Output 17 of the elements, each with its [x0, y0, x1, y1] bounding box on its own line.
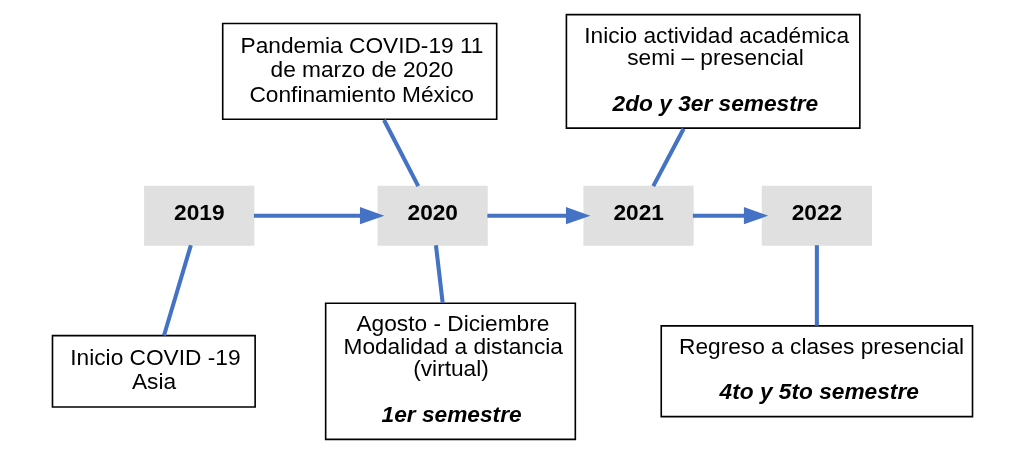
node-box: Inicio actividad académica semi – presencial 2do y 3er semestre	[565, 13, 861, 129]
node-box: 2019	[143, 185, 254, 246]
node-box: 2020	[377, 185, 488, 246]
node-box: 2021	[582, 185, 694, 246]
arrow	[692, 207, 768, 225]
connector	[433, 245, 445, 303]
connector	[381, 119, 420, 188]
arrow	[253, 207, 384, 225]
connector	[161, 244, 193, 337]
node-box: Inicio COVID -19 Asia	[51, 334, 256, 408]
node-box: 2022	[761, 185, 872, 246]
node-box: Agosto - Diciembre Modalidad a distancia (virtual) 1er semestre	[324, 302, 576, 441]
arrow	[486, 207, 590, 225]
connector	[651, 127, 685, 188]
node-box: Regreso a clases presencial 4to y 5to semestre	[659, 325, 973, 418]
node-box: Pandemia COVID-19 11 de marzo de 2020 Confinamiento México	[221, 22, 497, 120]
connector	[814, 245, 819, 326]
